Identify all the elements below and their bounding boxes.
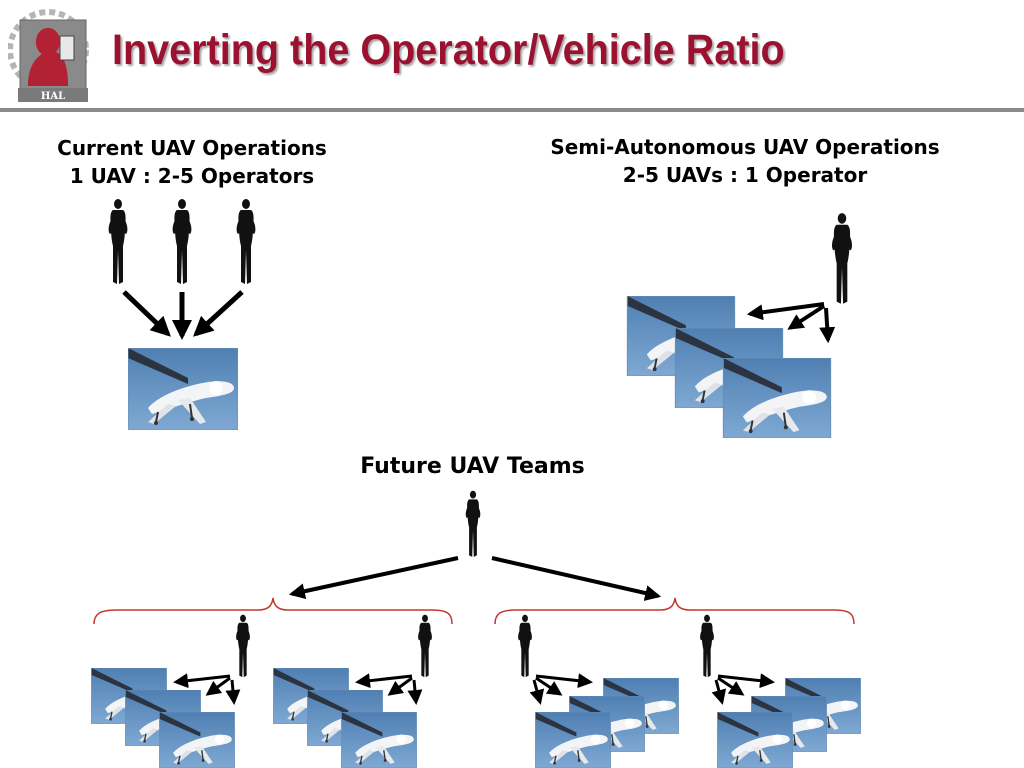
uav-image bbox=[722, 358, 832, 438]
hal-logo: HAL bbox=[8, 9, 89, 102]
arrow bbox=[173, 673, 231, 689]
uav-image bbox=[158, 712, 236, 768]
operator-silhouette bbox=[236, 199, 256, 284]
semi-autonomous-heading: Semi-Autonomous UAV Operations 2-5 UAVs … bbox=[505, 133, 985, 189]
future-teams-heading: Future UAV Teams bbox=[320, 452, 625, 482]
team-leader-silhouette bbox=[465, 490, 481, 557]
operator-silhouette bbox=[418, 614, 432, 678]
semi-autonomous-ratio: 2-5 UAVs : 1 Operator bbox=[622, 163, 868, 187]
operator-silhouette bbox=[172, 199, 192, 284]
current-ops-ratio: 1 UAV : 2-5 Operators bbox=[69, 164, 315, 188]
arrow bbox=[787, 304, 826, 330]
semi-autonomous-group bbox=[626, 213, 853, 438]
slide-title: Inverting the Operator/Vehicle Ratio bbox=[112, 26, 785, 74]
logo-text: HAL bbox=[41, 91, 65, 102]
operator-silhouette bbox=[518, 614, 532, 678]
uav-image bbox=[128, 348, 238, 430]
arrow bbox=[288, 556, 459, 600]
arrow bbox=[717, 673, 775, 689]
arrow bbox=[387, 676, 413, 696]
current-ops-heading: Current UAV Operations 1 UAV : 2-5 Opera… bbox=[22, 134, 362, 190]
uav-image bbox=[716, 712, 794, 768]
arrow bbox=[535, 673, 593, 689]
arrow bbox=[355, 673, 413, 689]
team-brace-right bbox=[494, 597, 855, 625]
arrow bbox=[205, 676, 231, 696]
operator-silhouette bbox=[236, 614, 250, 678]
uav-image bbox=[340, 712, 418, 768]
future-teams-group bbox=[90, 490, 862, 768]
arrow bbox=[491, 556, 662, 601]
arrow bbox=[711, 679, 727, 705]
team-cluster bbox=[272, 614, 432, 768]
operator-silhouette bbox=[831, 213, 853, 304]
operator-silhouette bbox=[108, 199, 128, 284]
current-ops-group bbox=[108, 199, 256, 430]
current-ops-title: Current UAV Operations bbox=[57, 136, 327, 160]
future-teams-title: Future UAV Teams bbox=[360, 454, 585, 479]
team-cluster bbox=[700, 614, 862, 768]
uav-image bbox=[534, 712, 612, 768]
arrow bbox=[529, 679, 545, 705]
arrow bbox=[122, 290, 171, 337]
team-cluster bbox=[518, 614, 680, 768]
title-divider bbox=[0, 108, 1024, 112]
team-brace-left bbox=[93, 597, 453, 625]
arrow bbox=[819, 307, 836, 344]
arrow bbox=[746, 302, 825, 321]
arrow bbox=[225, 679, 241, 705]
semi-autonomous-title: Semi-Autonomous UAV Operations bbox=[550, 135, 940, 159]
arrow bbox=[717, 676, 745, 696]
arrow bbox=[407, 679, 423, 705]
team-cluster bbox=[90, 614, 250, 768]
arrow bbox=[535, 676, 563, 696]
arrow bbox=[193, 290, 244, 337]
operator-silhouette bbox=[700, 614, 714, 678]
